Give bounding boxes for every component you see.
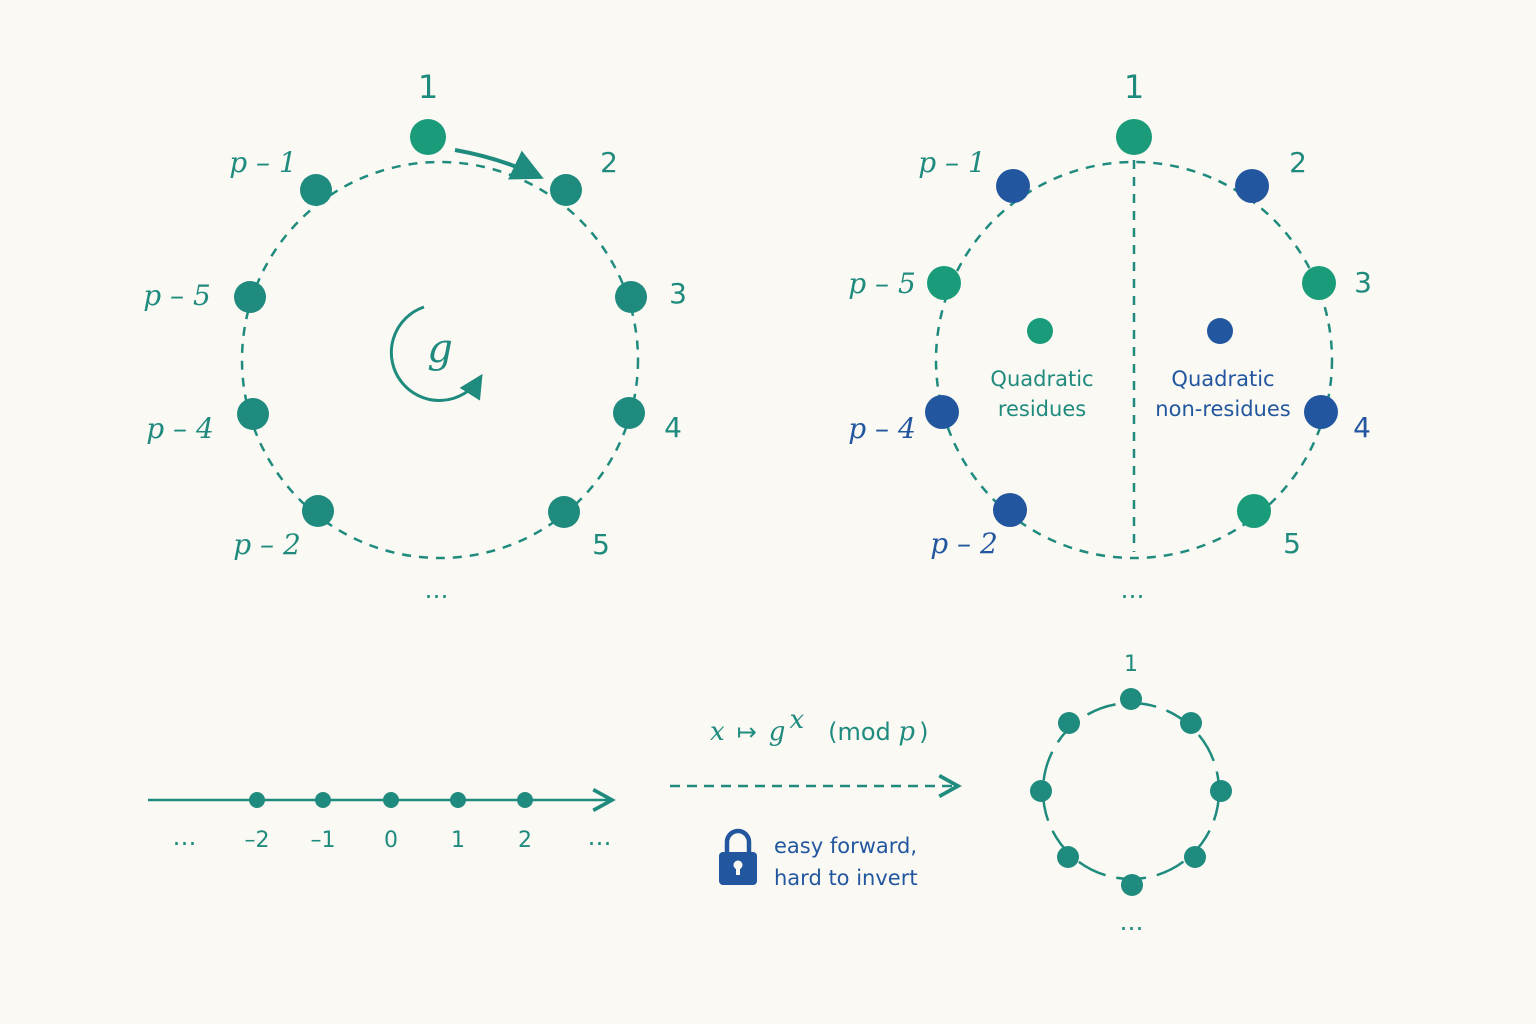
residues-label-line1: Quadratic: [990, 367, 1093, 391]
small-node: [1030, 780, 1052, 802]
generator-rotation-arrow: [389, 305, 483, 402]
left-node-p-2: [302, 495, 334, 527]
small-cycle: 1 …: [1030, 652, 1232, 936]
left-node-2: [550, 174, 582, 206]
right-label-4: 4: [1353, 411, 1371, 444]
number-line-tick-label: 1: [451, 828, 465, 853]
right-node-p-5: [927, 266, 961, 300]
left-cycle: g 1 2 3 4 5 p – 1 p – 5 p – 4 p – 2 …: [143, 68, 687, 604]
left-node-5: [548, 496, 580, 528]
number-line-tick-label: –2: [245, 828, 270, 853]
left-node-4: [613, 397, 645, 429]
generator-label: g: [427, 326, 453, 372]
left-node-p-5: [234, 281, 266, 313]
right-label-p-4: p – 4: [848, 412, 916, 445]
mapping-mod-open: (mod: [828, 718, 898, 746]
right-node-1: [1116, 119, 1152, 155]
mapping-arrow: ↦: [737, 718, 757, 746]
mapping-mod-close: ): [919, 718, 928, 746]
mapping-modulus: p: [898, 717, 915, 747]
right-node-3: [1302, 266, 1336, 300]
right-cycle: Quadratic residues Quadratic non-residue…: [848, 68, 1372, 604]
left-node-p-4: [237, 398, 269, 430]
left-label-2: 2: [600, 146, 618, 179]
right-node-2: [1235, 169, 1269, 203]
right-node-5: [1237, 494, 1271, 528]
nonresidue-legend-dot: [1207, 318, 1233, 344]
right-label-3: 3: [1354, 266, 1372, 299]
left-label-ellipsis: …: [425, 576, 452, 604]
left-cycle-ring: [240, 160, 640, 560]
right-label-2: 2: [1289, 146, 1307, 179]
residue-legend-dot: [1027, 318, 1053, 344]
right-node-p-2: [993, 493, 1027, 527]
number-line-point: [517, 792, 533, 808]
left-label-p-2: p – 2: [233, 528, 301, 561]
small-node: [1210, 780, 1232, 802]
right-label-1: 1: [1124, 68, 1144, 106]
number-line-point: [450, 792, 466, 808]
mapping-g: g: [769, 717, 786, 747]
right-node-p-4: [925, 395, 959, 429]
left-label-1: 1: [418, 68, 438, 106]
left-label-3: 3: [669, 277, 687, 310]
left-node-3: [615, 281, 647, 313]
number-line-tick-label: 2: [518, 828, 532, 853]
residues-label-line2: residues: [998, 397, 1086, 421]
left-label-p-5: p – 5: [143, 279, 211, 312]
left-label-4: 4: [664, 411, 682, 444]
right-node-p-1: [996, 169, 1030, 203]
right-label-ellipsis: …: [1121, 576, 1148, 604]
small-node: [1184, 846, 1206, 868]
small-node: [1057, 846, 1079, 868]
left-successor-arrow: [454, 148, 544, 180]
mapping-formula: x ↦ g x (mod p ): [710, 705, 928, 747]
small-node: [1058, 712, 1080, 734]
right-label-5: 5: [1283, 527, 1301, 560]
right-cycle-ring: [934, 160, 1334, 560]
number-line-right-ellipsis: …: [588, 823, 615, 851]
mapping-x: x: [710, 717, 725, 747]
small-node: [1121, 874, 1143, 896]
left-label-p-1: p – 1: [229, 146, 297, 179]
left-node-p-1: [300, 174, 332, 206]
lock-text-line2: hard to invert: [774, 866, 918, 890]
left-label-5: 5: [592, 528, 610, 561]
small-cycle-label-1: 1: [1124, 652, 1138, 677]
number-line-point: [315, 792, 331, 808]
number-line: … –2 –1 0 1 2 …: [148, 787, 616, 853]
small-node: [1180, 712, 1202, 734]
right-node-4: [1304, 395, 1338, 429]
nonresidues-label-line1: Quadratic: [1171, 367, 1274, 391]
mapping: x ↦ g x (mod p ) easy forward, hard to i…: [670, 705, 962, 890]
right-label-p-1: p – 1: [918, 146, 986, 179]
left-node-1: [410, 119, 446, 155]
lock-icon: [719, 828, 757, 885]
mapping-exponent: x: [789, 705, 804, 735]
number-line-tick-label: –1: [311, 828, 336, 853]
right-label-p-5: p – 5: [848, 267, 916, 300]
number-line-point: [383, 792, 399, 808]
number-line-tick-label: 0: [384, 828, 398, 853]
small-node: [1120, 688, 1142, 710]
left-label-p-4: p – 4: [146, 412, 214, 445]
nonresidues-label-line2: non-residues: [1155, 397, 1290, 421]
right-label-p-2: p – 2: [930, 527, 998, 560]
number-line-point: [249, 792, 265, 808]
small-cycle-ellipsis: …: [1120, 908, 1147, 936]
number-line-left-ellipsis: …: [173, 823, 200, 851]
lock-text-line1: easy forward,: [774, 834, 917, 858]
